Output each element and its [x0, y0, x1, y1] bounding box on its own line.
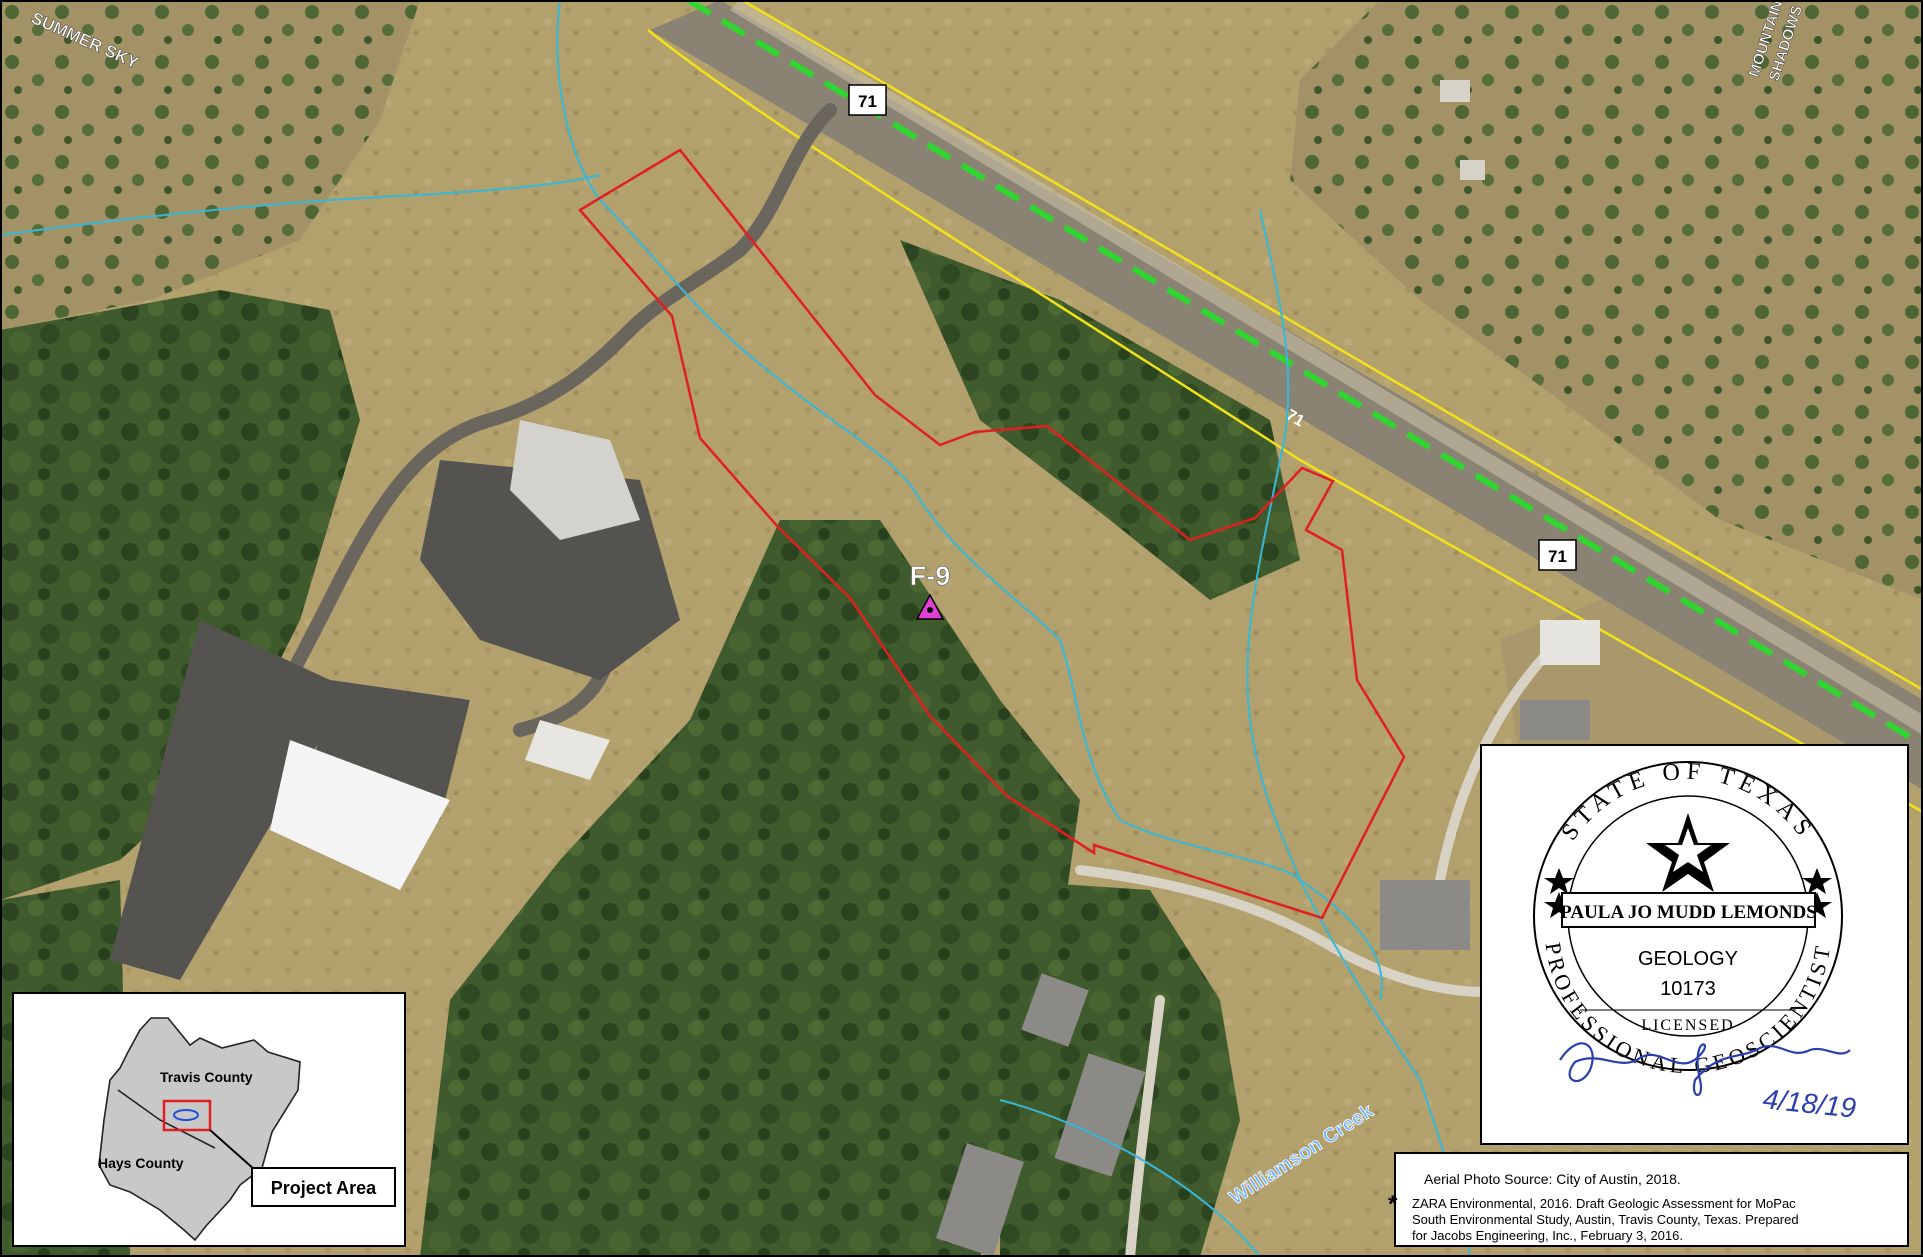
creek-williamson [999, 1099, 1261, 1257]
creek-east [1246, 209, 1301, 881]
seal-star-small-icon [1544, 892, 1574, 918]
feature-dot-icon [927, 607, 933, 613]
shield-top-number: 71 [858, 92, 877, 111]
reference-line-2: South Environmental Study, Austin, Travi… [1412, 1212, 1799, 1227]
feature-f9[interactable]: F-9 [909, 561, 951, 620]
highway-shield-right: 71 [1538, 539, 1577, 571]
seal-discipline: GEOLOGY [1638, 948, 1738, 970]
seal-signature [1559, 1042, 1851, 1097]
seal-licensed: LICENSED [1641, 1017, 1734, 1034]
seal-number: 10173 [1660, 978, 1716, 1000]
highway-71: 71 [647, 0, 1923, 814]
seal-star-small-icon [1802, 868, 1832, 894]
source-notes: Aerial Photo Source: City of Austin, 201… [1388, 1152, 1909, 1247]
feature-label: F-9 [910, 561, 951, 591]
parking-and-buildings [110, 80, 1600, 1257]
reference-asterisk: * [1388, 1191, 1398, 1218]
row-line-north [741, 0, 1923, 692]
seal-star-small-icon [1802, 892, 1832, 918]
project-area-leader [209, 1129, 256, 1171]
seal-name-band [1561, 892, 1816, 928]
creek-west [0, 174, 601, 236]
project-area-symbol-icon [173, 1109, 199, 1121]
inset-label-travis: Travis County [160, 1069, 253, 1085]
highway-road-label: 71 [1283, 407, 1307, 431]
creek-main [556, 0, 1383, 1001]
geoscientist-seal: STATE OF TEXAS PROFESSIONAL GEOSCIENTIST… [1480, 744, 1909, 1145]
project-area-label: Project Area [271, 1178, 377, 1198]
reference-line-3: for Jacobs Engineering, Inc., February 3… [1412, 1228, 1683, 1243]
inset-label-hays: Hays County [98, 1155, 184, 1171]
seal-name: PAULA JO MUDD LEMONDS [1560, 902, 1817, 923]
highway-centerline [686, 0, 1923, 748]
highway-shield-top: 71 [848, 84, 887, 116]
inset-locator-map: Travis County Hays County Project Area [12, 992, 406, 1247]
aerial-source: Aerial Photo Source: City of Austin, 201… [1424, 1171, 1681, 1187]
reference-line-1: ZARA Environmental, 2016. Draft Geologic… [1412, 1196, 1796, 1211]
seal-star-inner-icon [1665, 828, 1711, 872]
county-divider [117, 1089, 216, 1149]
project-area-callout [251, 1167, 396, 1207]
project-boundary [578, 148, 1406, 920]
project-area-box [162, 1099, 212, 1132]
row-line-south [647, 29, 1923, 814]
shield-right-number: 71 [1548, 547, 1567, 566]
seal-star-small-icon [1544, 868, 1574, 894]
